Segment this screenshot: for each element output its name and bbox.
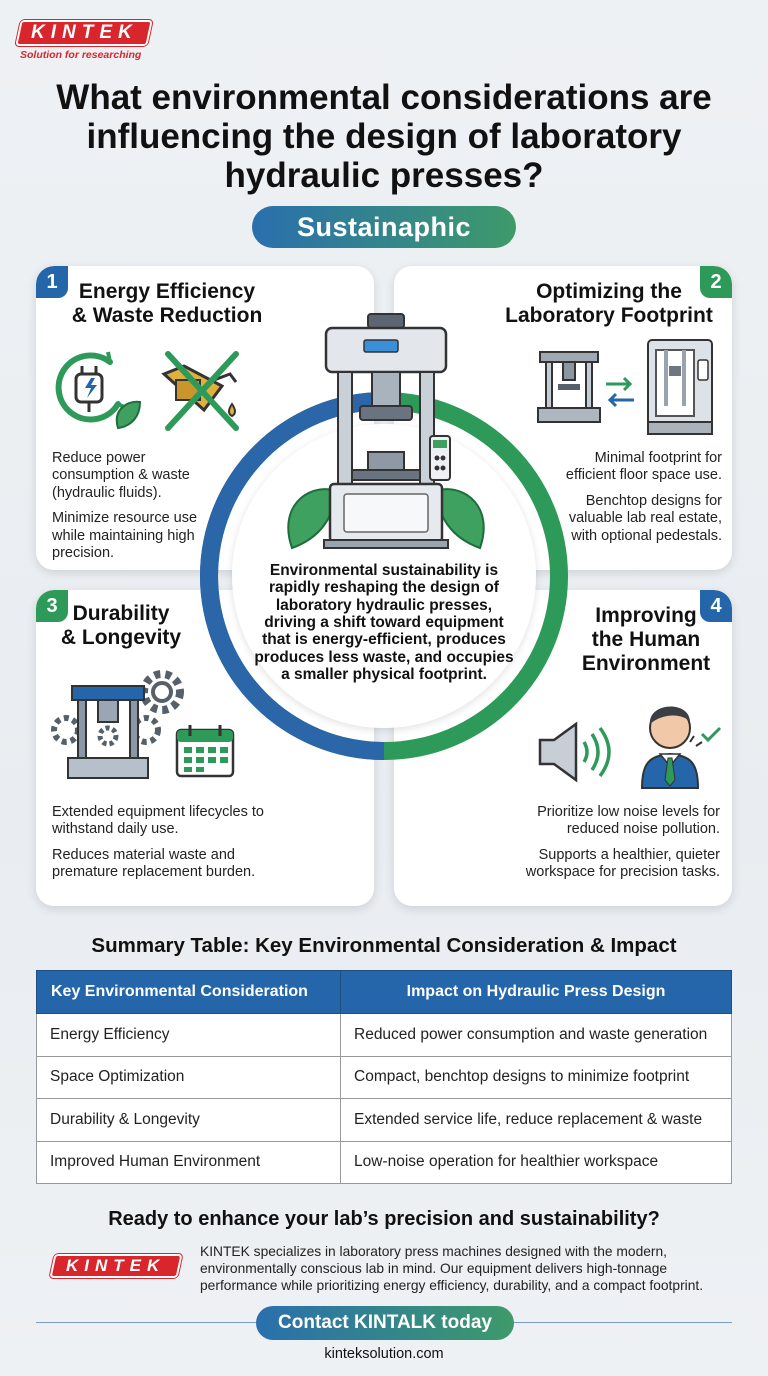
card-number-badge: 2 xyxy=(700,266,732,298)
power-plug-leaf-icon xyxy=(55,351,142,430)
cta-heading: Ready to enhance your lab’s precision an… xyxy=(108,1208,660,1230)
table-row: Energy Efficiency Reduced power consumpt… xyxy=(36,1013,732,1057)
card-title-line: & Waste Reduction xyxy=(71,304,263,328)
card-number-badge: 3 xyxy=(36,590,68,622)
website-link[interactable]: kinteksolution.com xyxy=(324,1346,444,1362)
card-number-badge: 4 xyxy=(700,590,732,622)
card-point: Reduce power consumption & waste (hydrau… xyxy=(52,450,190,501)
floor-press-icon xyxy=(647,339,713,435)
card-title-line: the Human xyxy=(591,628,701,652)
worker-icon xyxy=(640,706,722,789)
card-point: Minimize resource use while maintaining … xyxy=(52,510,198,561)
table-cell: Space Optimization xyxy=(36,1055,341,1099)
subtitle-pill: Sustainaphic xyxy=(252,206,516,248)
page-title: What environmental considerations are in… xyxy=(56,78,712,196)
card-number-badge: 1 xyxy=(36,266,68,298)
calendar-icon xyxy=(175,725,235,778)
swap-arrows-icon xyxy=(606,376,634,408)
speaker-icon xyxy=(538,721,611,783)
table-cell: Durability & Longevity xyxy=(36,1098,341,1142)
logo-text: KINTEK xyxy=(30,22,138,43)
logo-box: KINTEK xyxy=(49,1254,183,1278)
table-row: Space Optimization Compact, benchtop des… xyxy=(36,1055,732,1099)
table-cell: Compact, benchtop designs to minimize fo… xyxy=(340,1055,732,1099)
benchtop-press-icon xyxy=(537,351,601,423)
card-point: Minimal footprint for efficient floor sp… xyxy=(565,450,722,484)
hydraulic-press-icon xyxy=(287,313,485,550)
table-cell: Energy Efficiency xyxy=(36,1013,341,1057)
press-gears-icon xyxy=(51,670,184,779)
card-point: Extended equipment lifecycles to withsta… xyxy=(52,804,264,838)
logo-text: KINTEK xyxy=(66,1256,166,1275)
table-cell: Reduced power consumption and waste gene… xyxy=(340,1013,732,1057)
card-point: Benchtop designs for valuable lab real e… xyxy=(568,492,722,544)
center-description: Environmental sustainability is rapidly … xyxy=(254,562,514,684)
table-header-cell: Key Environmental Consideration xyxy=(36,970,341,1014)
card-title-line: Environment xyxy=(581,652,711,676)
card-title-line: Optimizing the xyxy=(536,280,682,303)
logo-box: KINTEK xyxy=(15,20,153,46)
card-human-environment: 4 Improving the Human Environment Priori… xyxy=(394,590,732,906)
table-cell: Low-noise operation for healthier worksp… xyxy=(340,1140,732,1184)
card-title-line: Laboratory Footprint xyxy=(505,304,713,328)
table-header-cell: Impact on Hydraulic Press Design xyxy=(340,970,732,1014)
card-title-line: Energy Efficiency xyxy=(78,280,256,303)
table-row: Durability & Longevity Extended service … xyxy=(36,1098,732,1142)
table-cell: Extended service life, reduce replacemen… xyxy=(340,1098,732,1142)
logo-tagline: Solution for researching xyxy=(20,49,142,61)
card-title-line: Durability xyxy=(72,602,170,625)
card-point: Prioritize low noise levels for reduced … xyxy=(537,804,720,838)
cta-description: KINTEK specializes in laboratory press m… xyxy=(200,1244,704,1293)
kintek-logo: KINTEK Solution for researching xyxy=(15,20,156,61)
card-point: Reduces material waste and premature rep… xyxy=(52,846,256,881)
summary-table: Key Environmental Consideration Impact o… xyxy=(36,970,732,1184)
kintek-logo-footer: KINTEK xyxy=(49,1254,183,1278)
table-title: Summary Table: Key Environmental Conside… xyxy=(91,934,677,957)
table-header-row: Key Environmental Consideration Impact o… xyxy=(36,970,732,1014)
table-row: Improved Human Environment Low-noise ope… xyxy=(36,1140,732,1184)
crossed-oil-can-icon xyxy=(161,351,239,431)
card-point: Supports a healthier, quieter workspace … xyxy=(525,846,720,881)
contact-button[interactable]: Contact KINTALK today xyxy=(256,1306,514,1340)
card-title-line: Improving xyxy=(595,604,697,627)
table-cell: Improved Human Environment xyxy=(36,1140,341,1184)
card-title-line: & Longevity xyxy=(60,626,182,650)
